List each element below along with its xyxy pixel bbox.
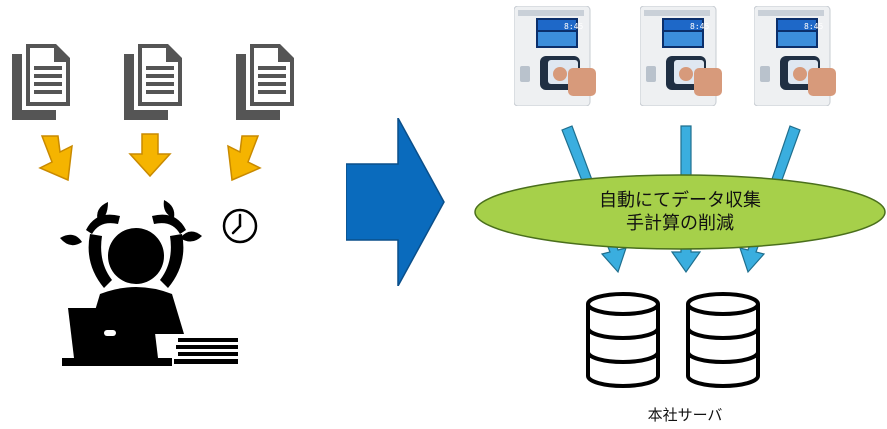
server-label: 本社サーバ xyxy=(647,406,723,424)
database-icon xyxy=(686,292,760,388)
document-icon xyxy=(12,44,70,120)
document-icon xyxy=(236,44,294,120)
big-right-arrow-icon xyxy=(346,118,445,286)
time-clock-terminal-icon: 8:45 xyxy=(514,6,596,106)
data-collection-ellipse xyxy=(474,174,886,250)
svg-text:8:45: 8:45 xyxy=(564,22,583,31)
database-icon xyxy=(586,292,660,388)
svg-text:8:45: 8:45 xyxy=(690,22,709,31)
time-clock-terminal-icon: 8:45 xyxy=(640,6,722,106)
down-arrow-icon xyxy=(227,135,262,182)
paper-stack-icon xyxy=(174,338,238,364)
time-clock-terminal-icon: 8:45 xyxy=(754,6,836,106)
laptop-icon xyxy=(62,308,172,366)
down-arrow-icon xyxy=(38,135,73,182)
svg-text:8:45: 8:45 xyxy=(804,22,823,31)
down-arrow-icon xyxy=(128,133,172,178)
document-icon xyxy=(124,44,182,120)
clock-icon xyxy=(222,208,258,244)
